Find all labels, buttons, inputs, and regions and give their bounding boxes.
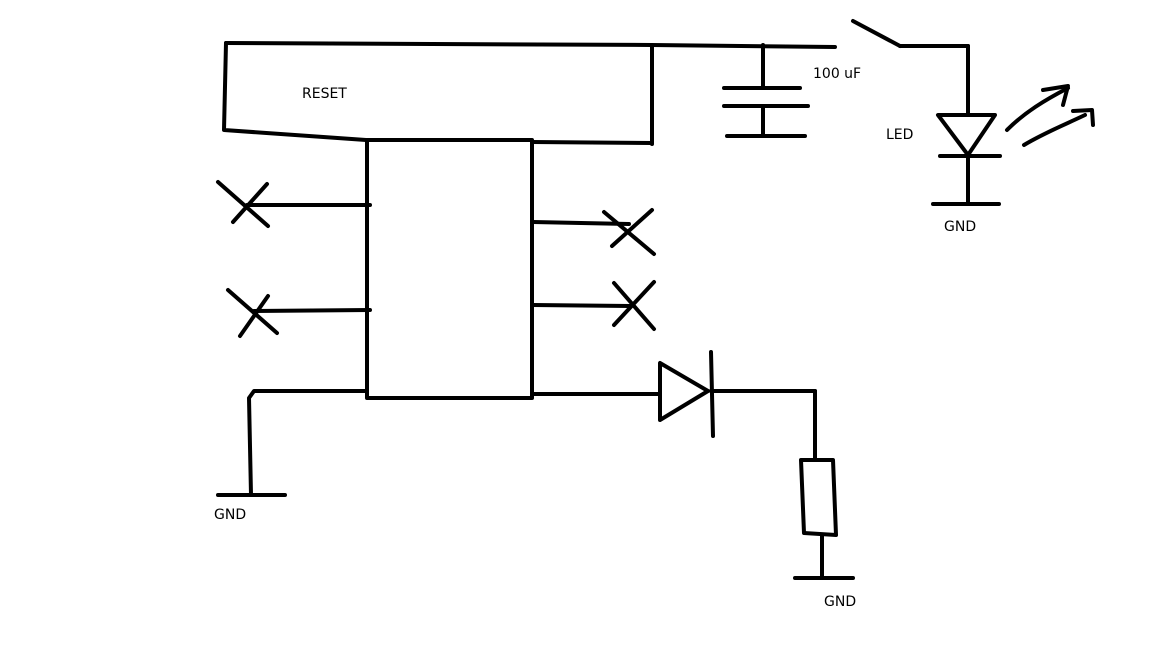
ground-left [216, 389, 369, 497]
nc-pin-left-2 [226, 288, 372, 338]
led [931, 113, 1002, 206]
resistor [793, 458, 855, 580]
reset-loop [222, 41, 837, 146]
nc-pin-left-1 [216, 180, 372, 228]
led-light-arrows-icon [1005, 84, 1095, 147]
capacitor-label: 100 uF [813, 66, 861, 82]
ic-chip [365, 138, 534, 400]
nc-pin-right-1 [531, 208, 656, 256]
switch [851, 19, 970, 117]
gnd-label-resistor: GND [824, 594, 856, 610]
capacitor [722, 43, 810, 138]
output-diode [531, 350, 817, 462]
gnd-label-led: GND [944, 219, 976, 235]
gnd-label-left: GND [214, 507, 246, 523]
led-label: LED [886, 127, 913, 143]
nc-pin-right-2 [531, 280, 656, 331]
reset-label: RESET [302, 86, 347, 102]
